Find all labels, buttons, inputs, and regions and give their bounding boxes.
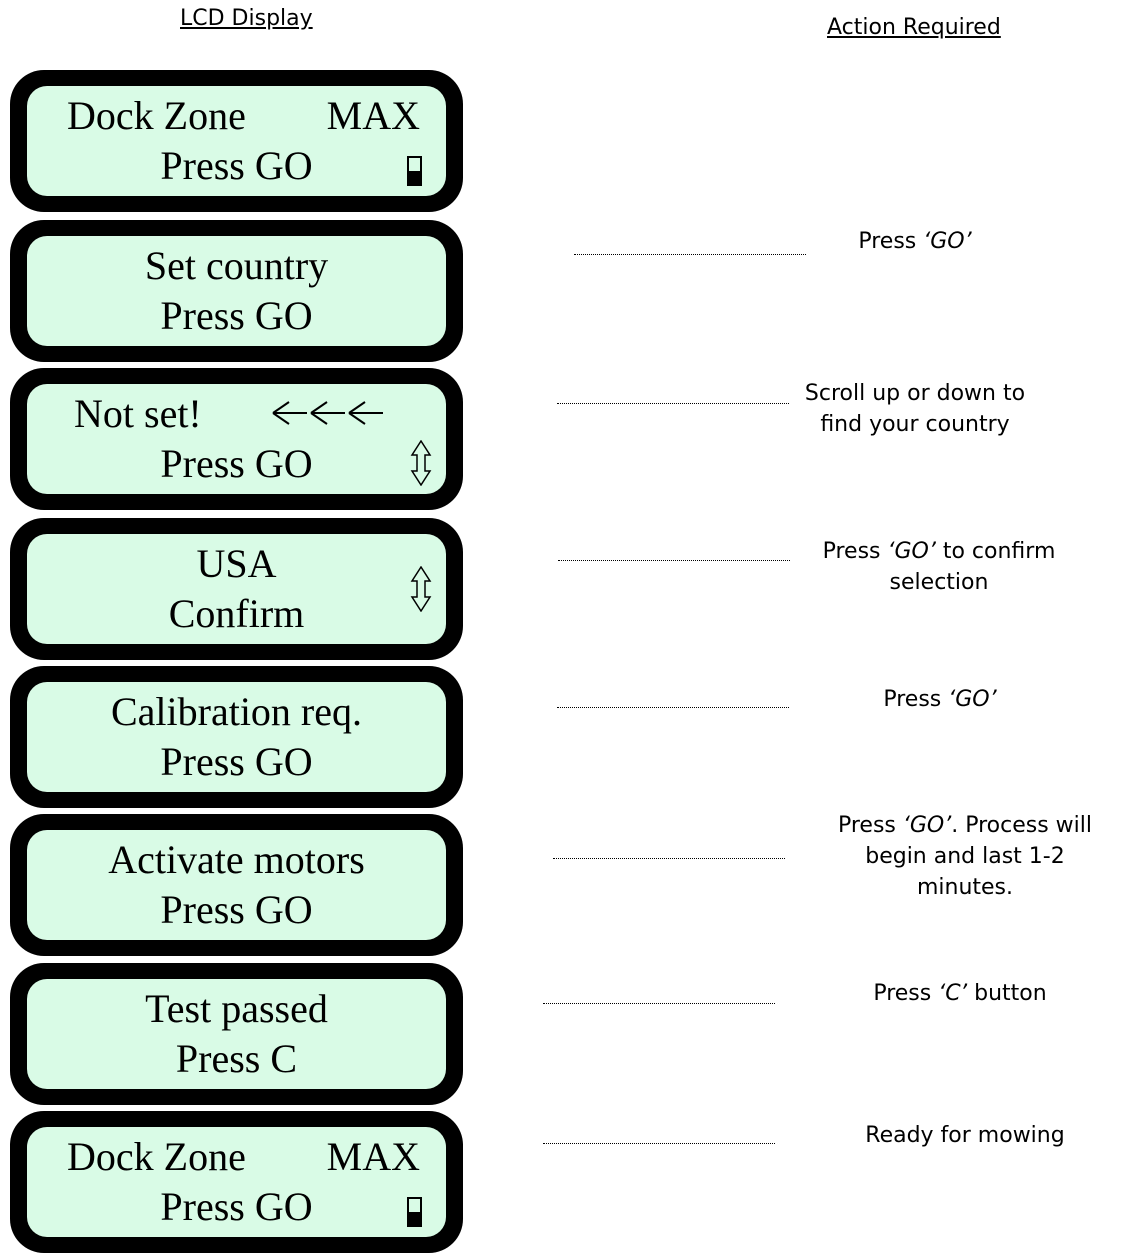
- lcd-line-1: Dock Zone: [67, 1134, 246, 1179]
- action-text: Press ‘C’ button: [873, 981, 1047, 1006]
- lcd-line-1: Test passed: [145, 986, 328, 1031]
- lcd-panel: Activate motors Press GO: [10, 814, 463, 956]
- lcd-screen: Not set! Press GO: [27, 384, 446, 494]
- dotted-leader: [558, 560, 790, 561]
- lcd-panel: Dock Zone MAX Press GO: [10, 70, 463, 212]
- lcd-display-header: LCD Display: [180, 6, 313, 31]
- lcd-line-1-right: MAX: [326, 93, 420, 138]
- lcd-screen: Dock Zone MAX Press GO: [27, 1127, 446, 1237]
- action-text: Press ‘GO’. Process will begin and last …: [837, 813, 1093, 900]
- lcd-line-2: Press C: [175, 1036, 298, 1081]
- battery-icon: [407, 1197, 422, 1227]
- action-text: Press ‘GO’: [858, 229, 972, 254]
- lcd-line-1: Calibration req.: [110, 689, 363, 734]
- lcd-line-2: Press GO: [160, 1184, 313, 1229]
- lcd-panel: Not set! Press GO: [10, 368, 463, 510]
- action-text: Ready for mowing: [865, 1123, 1065, 1148]
- lcd-screen: Set country Press GO: [27, 236, 446, 346]
- lcd-line-1: Activate motors: [108, 837, 365, 882]
- battery-icon: [407, 156, 422, 186]
- up-down-arrow-icon: [410, 440, 432, 486]
- lcd-panel: Dock Zone MAX Press GO: [10, 1111, 463, 1253]
- dotted-leader: [557, 707, 789, 708]
- action-text: Press ‘GO’ to confirm selection: [822, 539, 1056, 595]
- dotted-leader: [574, 254, 806, 255]
- lcd-panel: USA Confirm: [10, 518, 463, 660]
- lcd-line-1: Dock Zone: [67, 93, 246, 138]
- lcd-line-1: Not set!: [74, 391, 202, 436]
- dotted-leader: [543, 1003, 775, 1004]
- lcd-line-2: Press GO: [160, 739, 313, 784]
- dotted-leader: [557, 403, 789, 404]
- lcd-panel: Set country Press GO: [10, 220, 463, 362]
- lcd-line-1: USA: [196, 541, 277, 586]
- action-text: Press ‘GO’: [883, 687, 997, 712]
- dotted-leader: [543, 1143, 775, 1144]
- left-arrows-icon: [272, 401, 383, 425]
- lcd-screen: Test passed Press C: [27, 979, 446, 1089]
- lcd-line-2: Confirm: [168, 591, 305, 636]
- lcd-screen: USA Confirm: [27, 534, 446, 644]
- lcd-line-1: Set country: [144, 243, 329, 288]
- lcd-line-2: Press GO: [160, 143, 313, 188]
- dotted-leader: [553, 858, 785, 859]
- lcd-screen: Activate motors Press GO: [27, 830, 446, 940]
- lcd-screen: Calibration req. Press GO: [27, 682, 446, 792]
- lcd-line-1-right: MAX: [326, 1134, 420, 1179]
- lcd-line-2: Press GO: [160, 887, 313, 932]
- lcd-line-2: Press GO: [160, 293, 313, 338]
- lcd-line-2: Press GO: [160, 441, 313, 486]
- action-required-header: Action Required: [827, 15, 1001, 40]
- lcd-panel: Test passed Press C: [10, 963, 463, 1105]
- lcd-screen: Dock Zone MAX Press GO: [27, 86, 446, 196]
- up-down-arrow-icon: [410, 566, 432, 612]
- lcd-panel: Calibration req. Press GO: [10, 666, 463, 808]
